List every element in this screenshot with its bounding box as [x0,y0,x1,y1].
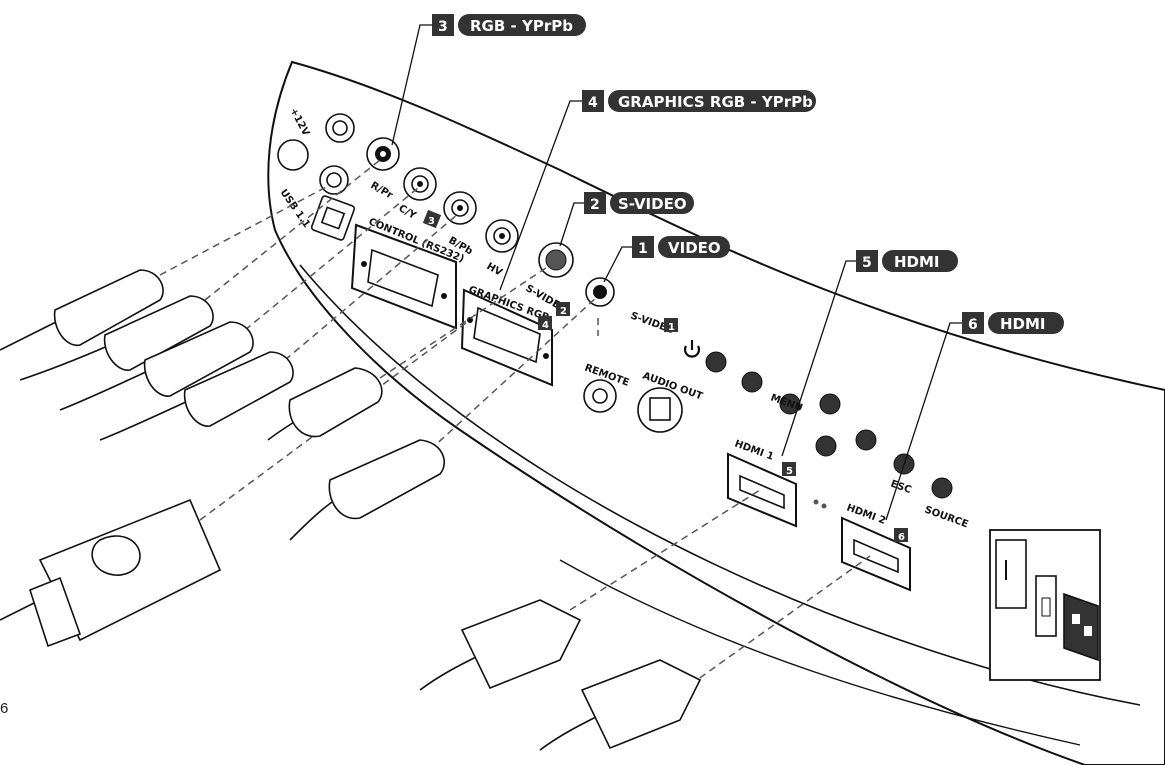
rca-jack-b-pb[interactable] [443,191,477,225]
video-jack[interactable] [585,277,615,307]
rca-plug-4 [99,351,294,441]
callout-6: 6 HDMI [885,312,1064,521]
svg-text:3: 3 [438,19,448,35]
hdmi-1-port[interactable] [727,452,797,528]
s-video-num-box [556,302,570,316]
hdmi-plug-2 [539,659,702,751]
power-icon [683,340,701,358]
callout-3: 3 RGB - YPrPb [391,14,586,146]
callout-2: 2 S-VIDEO [559,192,694,247]
rca-jack-c-y[interactable] [403,167,437,201]
panel-base-curve [559,559,1081,746]
hdmi-1-num: 5 [786,466,793,477]
panel-button-source[interactable] [931,477,953,499]
dc-12v-jack[interactable] [325,113,355,143]
svg-text:6: 6 [968,317,978,333]
fuse-holder [1035,575,1057,637]
svg-text:HDMI: HDMI [894,253,940,271]
rca-plug-2 [19,295,214,381]
video-rca-plug [289,439,445,541]
video-num-box [664,318,678,332]
hdmi-plug-1 [419,599,582,691]
callout-1: 1 VIDEO [603,236,730,283]
rca-jack-r-pr[interactable] [366,137,400,171]
svg-text:4: 4 [588,95,598,111]
s-video-plug [267,367,383,441]
svg-text:HDMI: HDMI [1000,315,1046,333]
remote-jack[interactable] [583,379,617,413]
panel-button-menu[interactable] [779,393,801,415]
led-1 [813,499,819,505]
hdmi-2-num: 6 [898,532,905,543]
video-num: 1 [668,322,675,333]
s-video-jack[interactable] [538,242,574,278]
hdmi-2-port[interactable] [841,516,911,592]
rca-plug-1 [0,269,164,351]
hdmi-2-num-box [894,528,908,542]
svg-text:2: 2 [590,197,600,213]
dvi-vga-plug [0,498,222,648]
s-video-num: 2 [560,306,567,317]
svg-text:VIDEO: VIDEO [668,239,721,257]
graphics-num-box [538,316,552,330]
panel-lower-edge [299,264,1141,706]
graphics-num: 4 [542,320,549,331]
panel-button-2[interactable] [741,371,763,393]
callout-5: 5 HDMI [781,250,958,457]
panel-button-5[interactable] [815,435,837,457]
connection-lines [159,159,871,686]
panel-button-6[interactable] [855,429,877,451]
control-num: 3 [428,216,435,227]
control-num-box [422,209,442,229]
led-2 [821,503,827,509]
svg-text:S-VIDEO: S-VIDEO [618,195,687,213]
hdmi-1-num-box [782,462,796,476]
rca-plug-3 [59,321,254,411]
rca-jack-hv[interactable] [485,219,519,253]
panel-button-4[interactable] [819,393,841,415]
svg-text:1: 1 [638,241,648,257]
power-socket[interactable] [1063,592,1099,662]
callout-4: 4 GRAPHICS RGB - YPrPb [499,90,816,291]
graphics-rgb-port[interactable] [460,288,553,387]
aux-jack[interactable] [319,165,349,195]
control-rs232-port[interactable] [350,223,457,330]
svg-text:RGB - YPrPb: RGB - YPrPb [470,17,573,35]
usb-port-round[interactable] [277,139,309,171]
panel-button-1[interactable] [705,351,727,373]
page-number: 6 [0,700,9,717]
audio-out-port[interactable] [637,387,683,433]
svg-text:GRAPHICS RGB - YPrPb: GRAPHICS RGB - YPrPb [618,93,813,111]
svg-text:5: 5 [862,255,872,271]
